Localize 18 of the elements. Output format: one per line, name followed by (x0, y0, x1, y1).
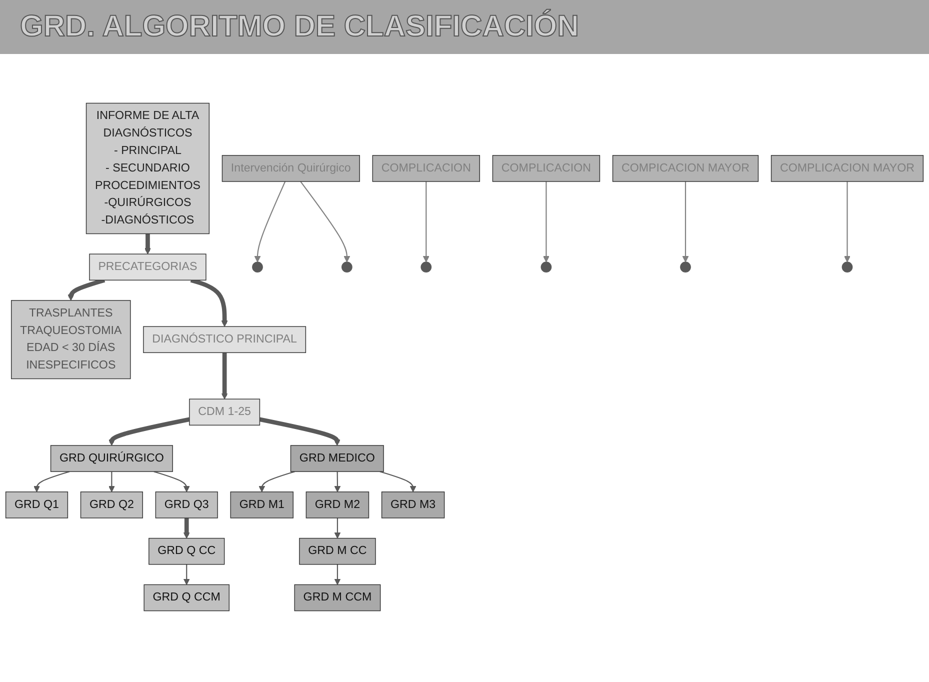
process-box: DIAGNÓSTICO PRINCIPAL (143, 326, 306, 354)
process-box: GRD Q3 (155, 492, 218, 518)
process-box: GRD Q CCM (144, 584, 230, 612)
process-box: GRD Q1 (5, 492, 68, 518)
process-box: GRD M CC (299, 538, 376, 565)
process-box: GRD Q CC (148, 538, 225, 565)
process-box: GRD M2 (306, 492, 370, 518)
process-box: GRD M3 (381, 492, 445, 518)
process-box: GRD QUIRÚRGICO (50, 445, 173, 472)
process-box: PRECATEGORIAS (89, 254, 206, 280)
title-banner: GRD. ALGORITMO DE CLASIFICACIÓN (0, 0, 929, 54)
process-box: INFORME DE ALTA DIAGNÓSTICOS - PRINCIPAL - SECUNDARIO PROCEDIMIENTOS -QUIRÚRGICOS -DIAGNÓSTICOS (86, 102, 210, 234)
process-box: GRD M CCM (294, 584, 381, 612)
process-box: GRD MEDICO (290, 445, 384, 472)
process-box: GRD Q2 (80, 492, 143, 518)
process-box: TRASPLANTES TRAQUEOSTOMIA EDAD < 30 DÍAS INESPECIFICOS (11, 300, 131, 380)
process-box: CDM 1-25 (189, 398, 260, 426)
process-box: GRD M1 (230, 492, 294, 518)
